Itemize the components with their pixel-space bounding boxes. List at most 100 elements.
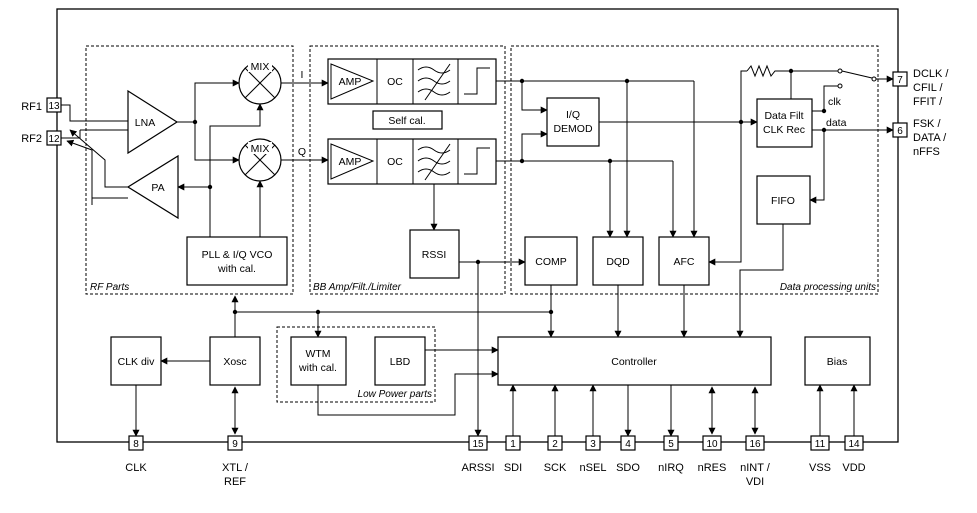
clk-signal-label: clk: [828, 96, 842, 108]
clk-div-block: CLK div: [110, 336, 162, 386]
svg-text:RSSI: RSSI: [422, 249, 447, 261]
svg-text:AMP: AMP: [339, 76, 362, 88]
svg-text:nIRQ: nIRQ: [658, 462, 684, 474]
svg-text:12: 12: [48, 134, 60, 145]
self-cal-block: Self cal.: [372, 110, 443, 130]
pin-dclk: 7 DCLK / CFIL / FFIT /: [892, 68, 949, 108]
svg-text:9: 9: [232, 439, 238, 450]
pin-nres: 10 nRES: [698, 435, 727, 474]
svg-text:WTM: WTM: [305, 348, 330, 360]
svg-text:MIX: MIX: [251, 143, 270, 155]
svg-text:CLK Rec: CLK Rec: [763, 124, 805, 136]
svg-text:Self cal.: Self cal.: [388, 115, 425, 127]
pin-vdd: 14 VDD: [842, 435, 866, 474]
data-processing-group: Data processing units: [510, 45, 879, 295]
svg-text:DATA /: DATA /: [913, 132, 947, 144]
svg-text:8: 8: [133, 439, 139, 450]
svg-text:LNA: LNA: [135, 117, 155, 129]
svg-text:RF2: RF2: [21, 133, 42, 145]
svg-text:VDI: VDI: [746, 476, 764, 488]
svg-text:DQD: DQD: [606, 256, 630, 268]
svg-text:CFIL /: CFIL /: [913, 82, 943, 94]
svg-text:nFFS: nFFS: [913, 146, 940, 158]
dqd-block: DQD: [592, 236, 644, 286]
data-filt-block: Data Filt CLK Rec: [756, 98, 813, 148]
svg-text:SCK: SCK: [544, 462, 567, 474]
svg-text:DEMOD: DEMOD: [553, 123, 593, 135]
svg-text:CLK div: CLK div: [118, 356, 156, 368]
svg-text:MIX: MIX: [251, 61, 270, 73]
low-power-group: Low Power parts: [276, 326, 436, 403]
bb-group: BB Amp/Filt./Limiter: [309, 45, 506, 295]
svg-text:nRES: nRES: [698, 462, 727, 474]
bottom-wiring: [132, 224, 858, 437]
rf-wiring: I Q: [61, 69, 329, 237]
svg-text:FFIT /: FFIT /: [913, 96, 943, 108]
svg-text:1: 1: [510, 439, 516, 450]
lp-label: Low Power parts: [358, 389, 432, 400]
dp-label: Data processing units: [780, 282, 876, 293]
mixer-q: MIX: [238, 138, 282, 182]
svg-text:SDI: SDI: [504, 462, 522, 474]
comp-block: COMP: [524, 236, 578, 286]
pin-clk: 8 CLK: [125, 435, 147, 474]
svg-text:SDO: SDO: [616, 462, 640, 474]
pin-nsel: 3 nSEL: [580, 435, 607, 474]
svg-text:PA: PA: [151, 182, 164, 194]
svg-text:Data Filt: Data Filt: [764, 110, 803, 122]
wtm-block: WTM with cal.: [290, 336, 347, 386]
rf-parts-group: RF Parts: [85, 45, 294, 295]
svg-text:REF: REF: [224, 476, 246, 488]
pin-fsk: 6 FSK / DATA / nFFS: [892, 118, 947, 158]
svg-text:14: 14: [848, 439, 860, 450]
controller-block: Controller: [497, 336, 772, 386]
svg-text:VDD: VDD: [842, 462, 865, 474]
svg-text:13: 13: [48, 101, 60, 112]
i-signal-label: I: [301, 69, 304, 81]
pin-nint: 16 nINT / VDI: [740, 435, 771, 488]
svg-text:OC: OC: [387, 76, 403, 88]
bias-block: Bias: [804, 336, 871, 386]
pa-block: PA: [126, 154, 179, 220]
rssi-block: RSSI: [409, 229, 460, 279]
svg-text:FSK /: FSK /: [913, 118, 941, 130]
svg-text:RF1: RF1: [21, 101, 42, 113]
pin-sdi: 1 SDI: [504, 435, 522, 474]
bb-chain-q: AMP OC: [327, 138, 497, 185]
xosc-block: Xosc: [209, 336, 261, 386]
dp-wiring: clk data: [459, 64, 894, 437]
svg-text:DCLK /: DCLK /: [913, 68, 949, 80]
svg-text:XTL /: XTL /: [222, 462, 249, 474]
iq-demod-block: I/Q DEMOD: [546, 97, 600, 147]
svg-text:11: 11: [815, 439, 826, 450]
svg-text:4: 4: [625, 439, 631, 450]
svg-text:nSEL: nSEL: [580, 462, 607, 474]
bb-chain-i: AMP OC: [327, 58, 497, 105]
svg-text:3: 3: [590, 439, 596, 450]
lna-block: LNA: [127, 89, 179, 155]
svg-text:6: 6: [897, 126, 903, 137]
svg-text:OC: OC: [387, 156, 403, 168]
svg-text:Xosc: Xosc: [223, 356, 246, 368]
svg-text:Bias: Bias: [827, 356, 847, 368]
svg-text:COMP: COMP: [535, 256, 567, 268]
svg-text:with cal.: with cal.: [298, 362, 337, 374]
afc-block: AFC: [658, 236, 710, 286]
svg-text:AFC: AFC: [674, 256, 695, 268]
svg-text:VSS: VSS: [809, 462, 831, 474]
svg-text:PLL & I/Q VCO: PLL & I/Q VCO: [202, 249, 273, 261]
pin-rf2: 12 RF2: [21, 130, 62, 146]
svg-text:10: 10: [706, 439, 718, 450]
bb-label: BB Amp/Filt./Limiter: [313, 282, 402, 293]
pin-sck: 2 SCK: [544, 435, 567, 474]
svg-text:16: 16: [749, 439, 761, 450]
pll-block: PLL & I/Q VCO with cal.: [186, 236, 288, 286]
lbd-block: LBD: [374, 336, 426, 386]
rf-parts-label: RF Parts: [90, 282, 129, 293]
mixer-i: MIX: [238, 60, 282, 105]
svg-text:5: 5: [668, 439, 674, 450]
svg-text:I/Q: I/Q: [566, 109, 580, 121]
svg-text:Controller: Controller: [611, 356, 657, 368]
svg-text:with cal.: with cal.: [217, 263, 256, 275]
svg-text:ARSSI: ARSSI: [461, 462, 494, 474]
